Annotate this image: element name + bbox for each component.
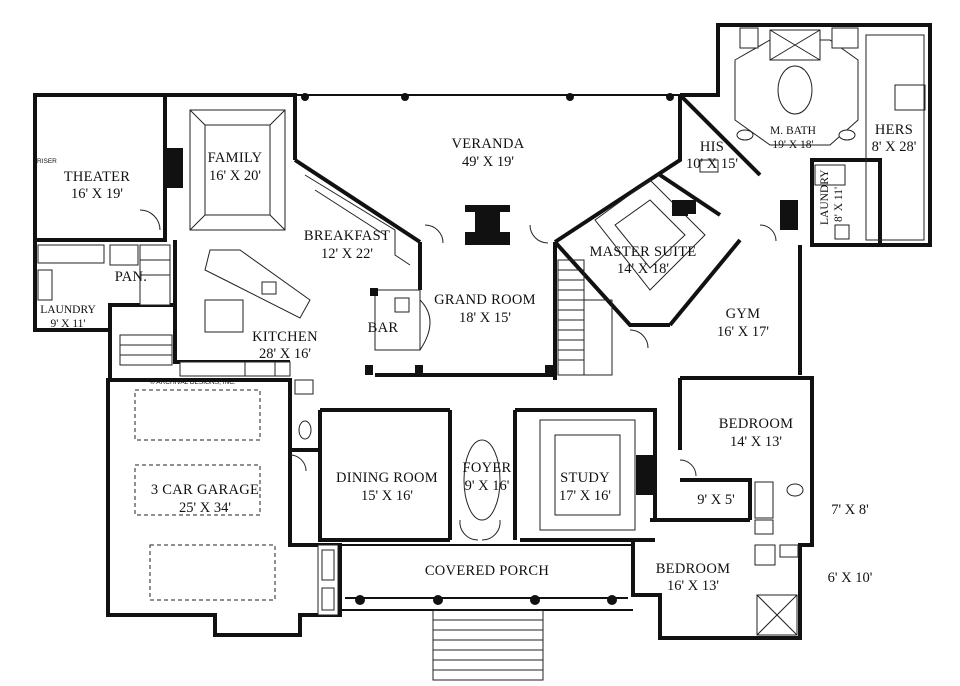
bedroom-1-dim: 14' X 13': [730, 434, 782, 450]
covered-porch-name: COVERED PORCH: [425, 563, 550, 579]
walls: [33, 23, 932, 640]
bedroom-2-dim: 16' X 13': [667, 578, 719, 594]
pantry-name: PAN.: [115, 269, 148, 285]
kitchen-dim: 28' X 16': [259, 346, 311, 362]
theater-dim: 16' X 19': [71, 186, 123, 202]
laundry-1-dim: 9' X 11': [50, 318, 85, 330]
garage-dim: 25' X 34': [179, 500, 231, 516]
bar-name: BAR: [368, 320, 399, 336]
foyer-name: FOYER: [462, 460, 511, 476]
laundry-2-name: LAUNDRY: [819, 169, 831, 225]
labels: RISER © ARCHIVAL DESIGNS, INC. VERANDA 4…: [37, 122, 916, 594]
dining-room-dim: 15' X 16': [361, 488, 413, 504]
family-dim: 16' X 20': [209, 168, 261, 184]
laundry-1-name: LAUNDRY: [40, 304, 96, 316]
bath-6x10-dim: 6' X 10': [828, 570, 873, 586]
family-name: FAMILY: [208, 150, 263, 166]
study-dim: 17' X 16': [559, 488, 611, 504]
foyer-dim: 9' X 16': [465, 478, 510, 494]
master-bath-dim: 19' X 18': [772, 139, 813, 151]
details: [37, 27, 926, 681]
master-suite-name: MASTER SUITE: [589, 244, 696, 260]
gym-dim: 16' X 17': [717, 324, 769, 340]
bedroom-2-name: BEDROOM: [656, 561, 731, 577]
grand-room-name: GRAND ROOM: [434, 292, 536, 308]
bedroom-1-name: BEDROOM: [719, 416, 794, 432]
his-dim: 10' X 15': [686, 156, 738, 172]
gym-name: GYM: [726, 306, 761, 322]
laundry-2-dim: 8' X 11': [833, 187, 845, 222]
kitchen-name: KITCHEN: [252, 329, 318, 345]
hers-name: HERS: [875, 122, 913, 138]
breakfast-name: BREAKFAST: [304, 228, 390, 244]
riser-label: RISER: [37, 158, 57, 165]
veranda-dim: 49' X 19': [462, 154, 514, 170]
grand-room-dim: 18' X 15': [459, 310, 511, 326]
bath-7x8-dim: 7' X 8': [831, 502, 868, 518]
garage-name: 3 CAR GARAGE: [151, 482, 259, 498]
bath-9x5-dim: 9' X 5': [697, 492, 734, 508]
master-bath-name: M. BATH: [770, 125, 816, 137]
master-suite-dim: 14' X 18': [617, 261, 669, 277]
breakfast-dim: 12' X 22': [321, 246, 373, 262]
theater-name: THEATER: [64, 169, 131, 185]
copyright-label: © ARCHIVAL DESIGNS, INC.: [150, 378, 236, 386]
veranda-name: VERANDA: [452, 136, 525, 152]
dining-room-name: DINING ROOM: [336, 470, 438, 486]
his-name: HIS: [700, 139, 724, 155]
hers-dim: 8' X 28': [872, 139, 917, 155]
study-name: STUDY: [560, 470, 610, 486]
